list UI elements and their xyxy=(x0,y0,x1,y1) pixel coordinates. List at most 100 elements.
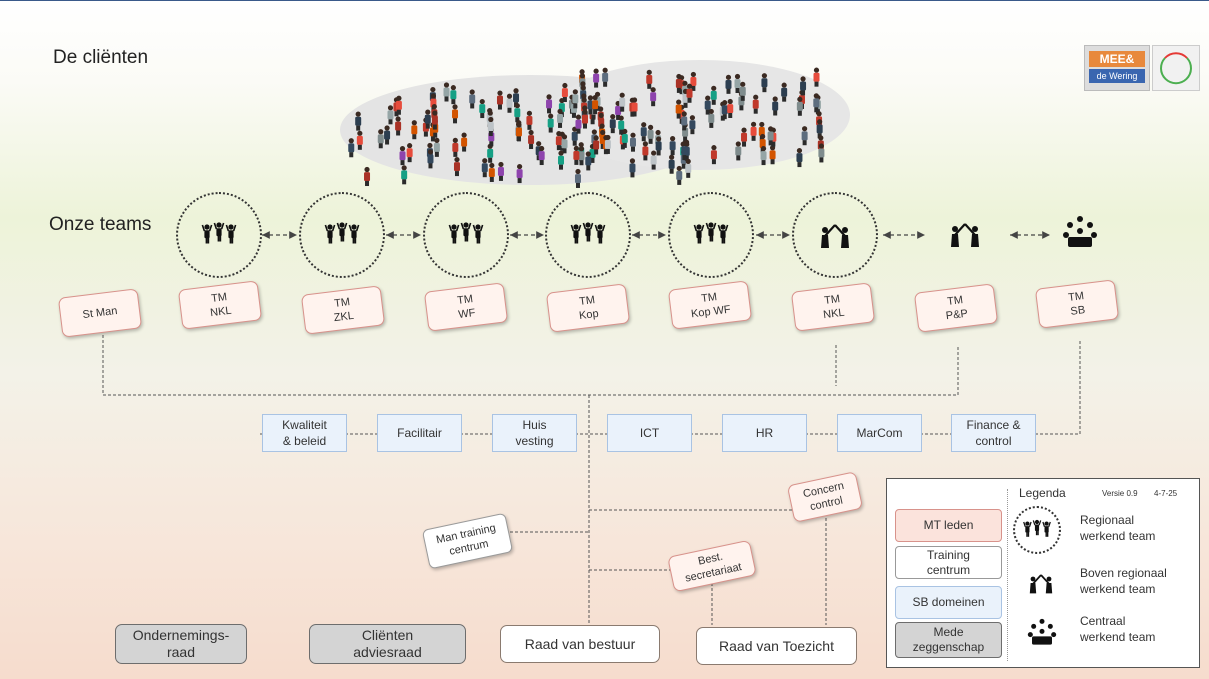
crowd-figure xyxy=(348,138,355,158)
top-border xyxy=(0,0,1209,1)
crowd-figure xyxy=(655,136,662,156)
group-meeting-icon xyxy=(1063,216,1097,247)
crowd-figure xyxy=(424,109,431,129)
crowd-figure xyxy=(452,137,459,157)
dept-finance-control: Finance &control xyxy=(951,414,1036,452)
crowd-figure xyxy=(602,67,609,87)
high-five-icon xyxy=(951,223,979,247)
dept-ict: ICT xyxy=(607,414,692,452)
crowd-figure xyxy=(686,83,693,103)
crowd-figure xyxy=(681,140,688,161)
legend-divider xyxy=(1007,489,1008,661)
group-raised-arms-icon xyxy=(448,222,484,244)
high-five-icon xyxy=(821,224,849,248)
crowd-figure xyxy=(433,137,440,157)
crowd-figure xyxy=(708,108,715,128)
partner-logo xyxy=(1152,45,1200,91)
legend-mt-leden: MT leden xyxy=(895,509,1002,542)
crowd-figure xyxy=(443,82,450,102)
team-icon-pp xyxy=(940,218,990,250)
crowd-figure xyxy=(528,129,535,150)
crowd-figure xyxy=(364,166,371,187)
crowd-figure xyxy=(813,67,820,87)
team-circle-nkl-supra xyxy=(792,192,878,278)
crowd-figure xyxy=(629,158,636,178)
crowd-figure xyxy=(427,149,434,169)
mee-de-wering-logo: MEE& de Wering xyxy=(1084,45,1150,91)
crowd-figure xyxy=(399,146,406,166)
crowd-figure xyxy=(750,121,757,141)
crowd-figure xyxy=(555,131,562,151)
crowd-figure xyxy=(377,129,384,149)
crowd-figure xyxy=(461,132,468,152)
crowd-figure xyxy=(561,82,568,103)
crowd-figure xyxy=(734,73,741,94)
crowd-figure xyxy=(647,124,654,144)
crowd-figure xyxy=(681,111,688,131)
crowd-figure xyxy=(621,128,628,148)
crowd-figure xyxy=(685,158,692,178)
crowd-figure xyxy=(760,145,767,166)
group-raised-arms-icon xyxy=(1023,519,1051,537)
group-raised-arms-icon xyxy=(324,222,360,244)
crowd-figure xyxy=(689,115,696,135)
crowd-figure xyxy=(395,116,402,136)
crowd-figure xyxy=(690,71,697,91)
crowd-figure xyxy=(575,114,582,134)
crowd-figure xyxy=(487,116,494,137)
crowd-figure xyxy=(704,95,711,115)
clients-crowd-illustration xyxy=(340,60,850,188)
crowd-figure xyxy=(609,114,616,134)
crowd-figure xyxy=(526,110,533,130)
legend-version: Versie 0.9 xyxy=(1102,489,1138,498)
crowd-figure xyxy=(727,98,734,119)
crowd-figure xyxy=(387,105,394,125)
crowd-figure xyxy=(497,161,504,181)
crowd-figure xyxy=(818,143,825,163)
group-meeting-icon xyxy=(1027,618,1057,645)
crowd-figure xyxy=(752,94,759,114)
crowd-figure xyxy=(593,135,600,155)
crowd-figure xyxy=(481,158,488,178)
team-circle-kop-wf xyxy=(668,192,754,278)
crowd-figure xyxy=(514,103,521,123)
crowd-figure xyxy=(573,145,580,165)
crowd-figure xyxy=(479,98,486,119)
teams-title: Onze teams xyxy=(49,214,152,235)
crowd-figure xyxy=(395,95,402,115)
crowd-figure xyxy=(761,73,768,93)
crowd-figure xyxy=(642,141,649,161)
crowd-figure xyxy=(710,145,717,165)
crowd-figure xyxy=(411,120,418,140)
crowd-figure xyxy=(640,122,647,142)
crowd-figure xyxy=(650,87,657,107)
crowd-figure xyxy=(721,100,728,120)
crowd-figure xyxy=(469,89,476,109)
crowd-figure xyxy=(650,150,657,170)
legend-supra-icon xyxy=(1025,571,1057,600)
crowd-figure xyxy=(772,96,779,116)
crowd-figure xyxy=(557,108,564,128)
crowd-figure xyxy=(561,134,568,154)
raad-van-bestuur-card: Raad van bestuur xyxy=(500,625,660,663)
group-raised-arms-icon xyxy=(201,222,237,244)
crowd-figure xyxy=(355,111,362,131)
dept-hr: HR xyxy=(722,414,807,452)
crowd-figure xyxy=(710,85,717,105)
legend-title: Legenda xyxy=(1019,486,1066,500)
crowd-figure xyxy=(582,109,589,129)
crowd-figure xyxy=(725,74,732,94)
group-raised-arms-icon xyxy=(693,222,729,244)
crowd-figure xyxy=(538,145,545,166)
crowd-figure xyxy=(629,132,636,152)
crowd-figure xyxy=(572,89,579,109)
crowd-figure xyxy=(592,95,599,115)
crowd-figure xyxy=(488,162,495,182)
team-icon-sb xyxy=(1060,214,1100,250)
